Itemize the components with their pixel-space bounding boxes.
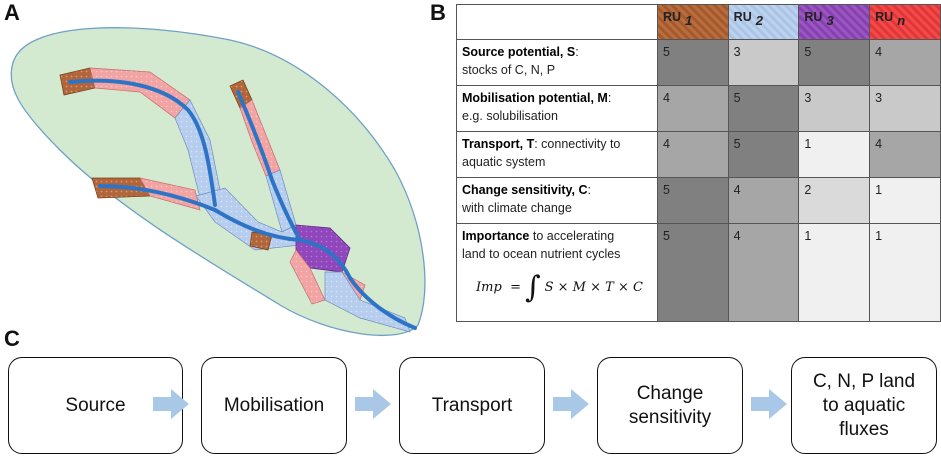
flow-step-source-line-1: Source [65, 394, 126, 416]
row-label-source: Source potential, S:stocks of C, N, P [456, 39, 658, 86]
flow-arrow-4 [751, 389, 787, 419]
row-label-change: Change sensitivity, C:with climate chang… [456, 177, 658, 224]
river-tributary-top-left [68, 78, 217, 207]
flow-step-mobilisation: Mobilisation [201, 357, 347, 454]
panel-label-c: C [4, 326, 20, 351]
flow-step-mobilisation-line-1: Mobilisation [223, 394, 325, 416]
flow-step-change-line-1: Change [636, 382, 704, 404]
cell-source-ru3: 5 [798, 39, 871, 86]
river-main-stem [213, 208, 417, 330]
river-tributary-left [98, 184, 217, 212]
table-row-mobilisation: Mobilisation potential, M:e.g. solubilis… [456, 85, 941, 132]
cell-importance-run: 1 [869, 223, 941, 322]
cell-transport-ru3: 1 [798, 131, 871, 178]
panel-label-b: B [430, 0, 446, 25]
cell-source-ru2: 3 [727, 39, 800, 86]
flow-step-transport: Transport [399, 357, 545, 454]
cell-mobilisation-ru1: 4 [656, 85, 729, 132]
cell-mobilisation-ru2: 5 [727, 85, 800, 132]
flow-step-fluxes: C, N, P land to aquatic fluxes [791, 357, 937, 454]
cell-mobilisation-ru3: 3 [798, 85, 871, 132]
table-corner-cell [456, 4, 658, 40]
flow-step-fluxes-line-2: to aquatic [822, 394, 906, 416]
flow-step-source: Source [8, 357, 183, 454]
cell-importance-ru2: 4 [727, 223, 800, 322]
catchment-map [10, 27, 426, 336]
cell-transport-ru1: 4 [656, 131, 729, 178]
zone-pink-lower-left [289, 249, 326, 305]
flow-step-fluxes-line-1: C, N, P land [812, 370, 916, 392]
cell-change-ru3: 2 [798, 177, 871, 224]
importance-formula: Imp = ∫ S × M × T × C [476, 270, 643, 305]
cell-importance-ru1: 5 [656, 223, 729, 322]
cell-change-ru2: 4 [727, 177, 800, 224]
cell-source-ru1: 5 [656, 39, 729, 86]
cell-change-ru1: 5 [656, 177, 729, 224]
flow-arrow-1 [153, 389, 189, 419]
cell-importance-ru3: 1 [798, 223, 871, 322]
table-row-change: Change sensitivity, C:with climate chang… [456, 177, 941, 224]
cell-transport-run: 4 [869, 131, 941, 178]
row-label-mobilisation: Mobilisation potential, M:e.g. solubilis… [456, 85, 658, 132]
flow-arrow-3 [553, 389, 589, 419]
flow-arrow-2 [355, 389, 391, 419]
panel-label-a: A [4, 0, 20, 25]
river-tributary-upper [236, 90, 302, 242]
cell-mobilisation-run: 3 [869, 85, 941, 132]
table-row-source: Source potential, S:stocks of C, N, P 5 … [456, 39, 941, 86]
flow-step-change-sensitivity: Change sensitivity [597, 357, 743, 454]
flow-step-transport-line-1: Transport [431, 394, 513, 416]
cell-change-run: 1 [869, 177, 941, 224]
cell-transport-ru2: 5 [727, 131, 800, 178]
flow-step-change-line-2: sensitivity [628, 406, 712, 428]
cell-source-run: 4 [869, 39, 941, 86]
flow-step-fluxes-line-3: fluxes [839, 418, 889, 440]
